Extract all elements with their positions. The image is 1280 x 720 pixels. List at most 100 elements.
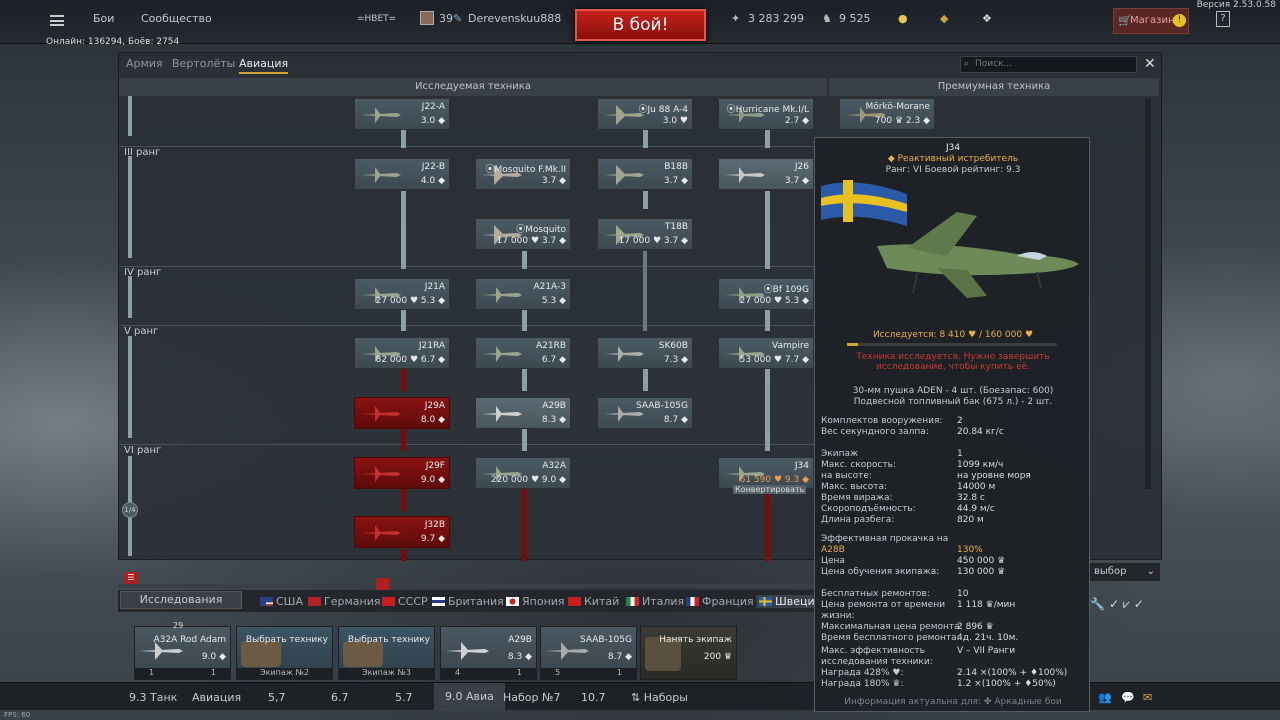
br-selected[interactable]: 9.0 Авиа	[434, 683, 505, 711]
br-value-2[interactable]: 6.7	[331, 691, 349, 704]
battle-button[interactable]: В бой!	[575, 9, 706, 41]
sort-icon: ⇅	[631, 691, 644, 704]
avatar[interactable]	[420, 11, 434, 25]
country-japan[interactable]: Япония	[506, 595, 565, 608]
wrench-icon[interactable]: 🔧	[1090, 597, 1109, 611]
vehicle-name: J32B	[424, 520, 445, 530]
scroll-thumb[interactable]	[376, 578, 390, 592]
list-icon[interactable]: ☰	[124, 572, 138, 584]
presets-button[interactable]: ⇅ Наборы	[631, 691, 688, 704]
tooltip-rank: Ранг: VI Боевой рейтинг: 9.3	[885, 165, 1021, 175]
spec-value: 4д. 21ч. 10м.	[957, 633, 1019, 643]
tab-army[interactable]: Армия	[126, 57, 163, 70]
preset-name[interactable]: Набор №7	[503, 691, 561, 704]
chat-icon[interactable]: 💬	[1121, 691, 1135, 704]
choose-dropdown[interactable]: выбор⌄	[1088, 563, 1160, 581]
br-value-3[interactable]: 5.7	[395, 691, 413, 704]
gift-icon[interactable]: ❖	[982, 12, 992, 25]
vehicle-rating: 8.0 ◆	[420, 415, 445, 425]
friends-icon[interactable]: 👥	[1098, 691, 1112, 704]
rank-progress-line	[128, 276, 132, 318]
aviation-mode[interactable]: Авиация	[192, 691, 242, 704]
tank-br[interactable]: 9.3 Танк	[129, 691, 178, 704]
spec-value: на уровне моря	[957, 471, 1031, 481]
spec-key: исследования техники:	[821, 657, 933, 667]
country-germany[interactable]: Германия	[308, 595, 380, 608]
crew-slot-2[interactable]: Выбрать технику Экипаж №2	[236, 626, 333, 680]
mail-icon[interactable]: ✉	[1143, 691, 1153, 704]
check-icon[interactable]: ✓	[1133, 597, 1148, 611]
community-menu[interactable]: Сообщество	[141, 12, 212, 25]
italy-flag-icon	[626, 597, 639, 606]
country-label: Германия	[324, 595, 381, 608]
tooltip-warning: Техника исследуется. Нужно завершить исс…	[856, 352, 1050, 372]
menu-icon[interactable]	[50, 15, 64, 26]
country-france[interactable]: Франция	[686, 595, 754, 608]
country-sweden[interactable]: Швеция	[756, 595, 825, 608]
spec-key: Комплектов вооружения:	[821, 416, 943, 426]
scroll-track[interactable]	[118, 578, 818, 592]
vehicle-rating: 3.7 ◆	[784, 176, 809, 186]
vehicle-name: ⦿Mosquito	[516, 225, 566, 235]
country-ussr[interactable]: СССР	[382, 595, 428, 608]
country-china[interactable]: Китай	[568, 595, 619, 608]
tree-connector	[401, 369, 406, 391]
fps-counter: FPS: 60	[4, 711, 31, 719]
crew-slot-3[interactable]: Выбрать технику Экипаж №3	[338, 626, 435, 680]
check-icon[interactable]: ✓	[1108, 597, 1124, 611]
rank-row-6: VI ранг	[119, 444, 829, 561]
research-dropdown[interactable]: Исследования	[120, 591, 242, 609]
country-italy[interactable]: Италия	[626, 595, 684, 608]
crew-slot-hire[interactable]: Нанять экипаж 200 ♛	[640, 626, 737, 680]
scrollbar[interactable]	[1145, 99, 1151, 489]
double-check-icon[interactable]: ⩗	[1123, 597, 1134, 611]
tree-connector	[401, 191, 406, 269]
battles-menu[interactable]: Бои	[93, 12, 115, 25]
help-icon[interactable]: ?	[1216, 11, 1230, 27]
br-value-1[interactable]: 5,7	[268, 691, 286, 704]
lightbulb-icon[interactable]: ●	[898, 12, 908, 25]
country-usa[interactable]: США	[260, 595, 303, 608]
shop-button[interactable]: 🛒 Магазин !	[1113, 8, 1189, 34]
search-input[interactable]: ⌕ Поиск...	[960, 56, 1137, 73]
tab-aviation[interactable]: Авиация	[239, 57, 289, 74]
golden-eagle-icon[interactable]: ◆	[940, 12, 949, 25]
convert-tooltip[interactable]: Конвертировать	[733, 485, 807, 494]
tree-connector	[401, 429, 406, 451]
rank-row-5: V ранг	[119, 325, 829, 445]
tab-helicopters[interactable]: Вертолёты	[172, 57, 236, 70]
br-value-4[interactable]: 10.7	[581, 691, 606, 704]
rank-label: VI ранг	[124, 445, 162, 456]
player-name[interactable]: Derevenskuu888	[468, 12, 562, 25]
close-icon[interactable]: ✕	[1144, 56, 1156, 72]
country-britain[interactable]: Британия	[432, 595, 504, 608]
spec-key: Награда 180% ♛:	[821, 679, 904, 689]
